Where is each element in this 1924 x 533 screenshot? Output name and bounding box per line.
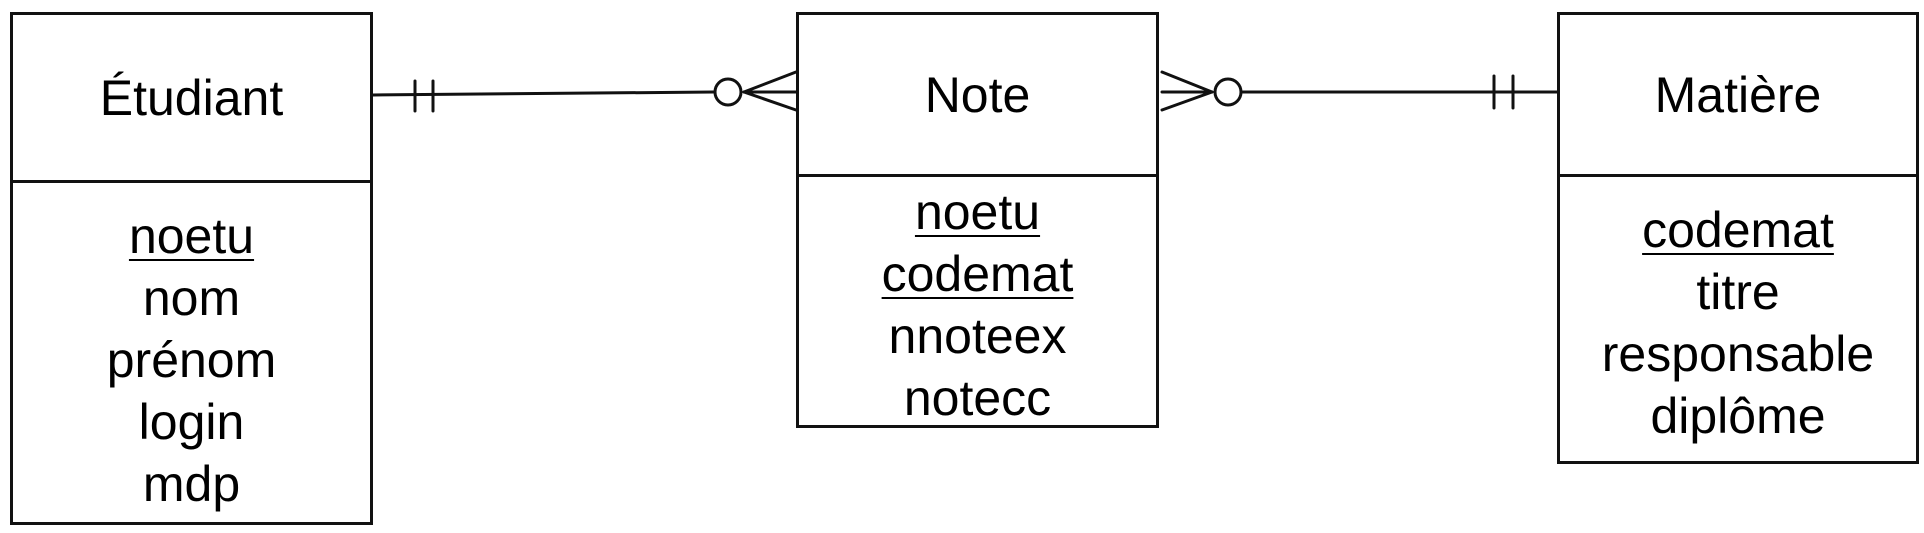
attribute-primary-key: noetu [914,184,1041,240]
entity-title: Note [799,15,1156,177]
entity-name-etudiant: Étudiant [99,69,284,126]
zero-optional-circle-note-right [1213,77,1243,107]
relationship-note-matiere [1160,70,1559,112]
attribute-list: codemat titre responsable diplôme [1560,177,1916,461]
crowfoot-note-left-c [742,90,798,112]
attribute-list: noetu nom prénom login mdp [13,183,370,522]
attribute: prénom [106,332,277,388]
attribute-primary-key: codemat [1642,202,1834,258]
crowfoot-note-right-a [1160,70,1214,94]
attribute: login [138,394,245,450]
entity-title: Étudiant [13,15,370,183]
attribute: nnoteex [888,308,1067,364]
entity-etudiant: Étudiant noetu nom prénom login mdp [10,12,373,525]
attribute-primary-key: codemat [881,246,1074,302]
entity-name-note: Note [924,66,1031,123]
attribute-primary-key: noetu [128,208,255,264]
entity-title: Matière [1560,15,1916,177]
attribute: notecc [903,370,1052,426]
crowfoot-note-left-a [742,70,798,94]
attribute: diplôme [1650,388,1826,444]
attribute: titre [1696,264,1780,320]
attribute: mdp [142,456,241,512]
attribute-list: noetu codemat nnoteex notecc [799,177,1156,426]
attribute: nom [142,270,241,326]
crowfoot-note-right-c [1160,90,1214,112]
zero-optional-circle-note-left [713,77,743,107]
relationship-etudiant-note [371,70,798,113]
entity-matiere: Matière codemat titre responsable diplôm… [1557,12,1919,464]
attribute: responsable [1601,326,1875,382]
entity-name-matiere: Matière [1654,66,1822,123]
entity-note: Note noetu codemat nnoteex notecc [796,12,1159,428]
